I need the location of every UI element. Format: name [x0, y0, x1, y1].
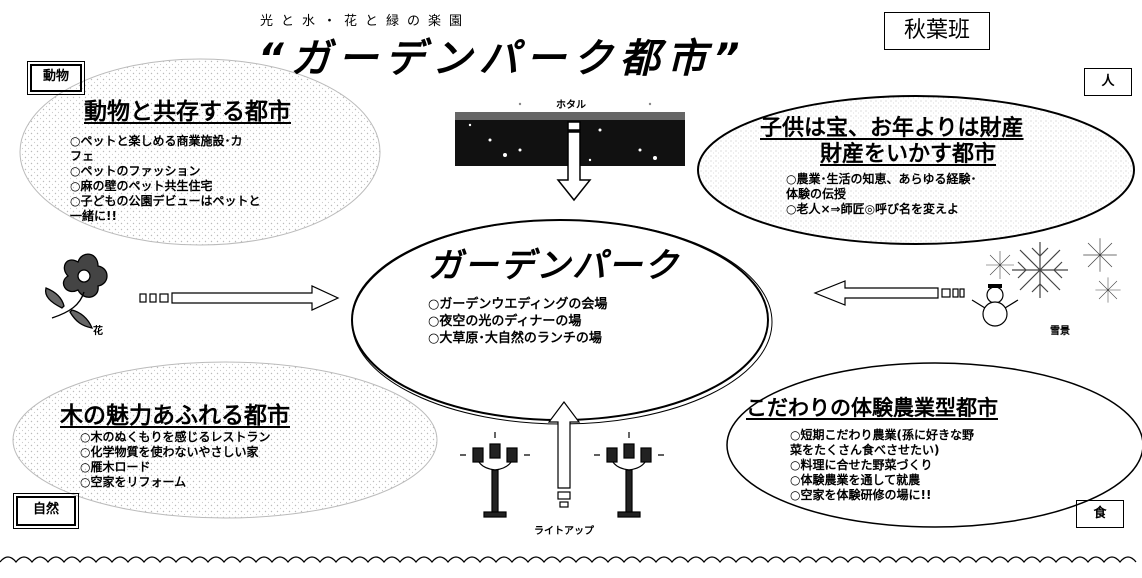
tag-nature: 自然	[13, 493, 79, 529]
flower-label: 花	[93, 326, 103, 337]
people-heading-line1: 子供は宝、お年よりは財産	[760, 116, 1024, 141]
list-item: ○体験農業を通して就農	[790, 473, 921, 487]
list-item: ○麻の壁のペット共生住宅	[70, 179, 213, 193]
people-ellipse	[697, 95, 1135, 245]
list-item: ○短期こだわり農業(孫に好きな野	[790, 428, 974, 442]
subtitle: 光と水・花と緑の楽園	[260, 14, 471, 29]
snow-label: 雪景	[1050, 326, 1070, 337]
center-heading: ガーデンパーク	[428, 246, 680, 286]
list-item: 一緒に!!	[70, 209, 117, 223]
list-item: ○木のぬくもりを感じるレストラン	[80, 430, 271, 444]
list-item: ○料理に合せた野菜づくり	[790, 458, 933, 472]
list-item: ○ガーデンウエディングの会場	[428, 297, 608, 312]
list-item: ○子どもの公園デビューはペットと	[70, 194, 261, 208]
tag-people: 人	[1084, 68, 1132, 96]
farm-heading: こだわりの体験農業型都市	[746, 396, 998, 420]
arrow-up	[547, 401, 581, 508]
lamp-post-right-icon	[594, 432, 664, 518]
snow-scene-icon	[971, 238, 1121, 327]
wavy-border	[0, 556, 1137, 564]
farm-ellipse	[726, 362, 1142, 528]
arrow-down	[556, 121, 592, 202]
lamp-post-left-icon	[460, 432, 530, 518]
list-item: ○ペットのファッション	[70, 164, 201, 178]
people-list: ○農業･生活の知恵、あらゆる経験･ 体験の伝授 ○老人×⇒師匠◎呼び名を変えよ	[786, 172, 976, 217]
list-item: 菜をたくさん食べさせたい)	[790, 443, 940, 457]
tree-ellipse	[12, 361, 438, 519]
list-item: ○雁木ロード	[80, 460, 151, 474]
people-heading-line2: 財産をいかす都市	[820, 142, 997, 167]
list-item: ○空家をリフォーム	[80, 475, 187, 489]
lightup-label: ライトアップ	[534, 526, 594, 537]
tag-food: 食	[1076, 500, 1124, 528]
list-item: ○老人×⇒師匠◎呼び名を変えよ	[786, 202, 960, 216]
animal-heading: 動物と共存する都市	[84, 99, 291, 125]
page-title: “ガーデンパーク都市”	[258, 36, 747, 82]
arrow-right	[139, 285, 340, 311]
animal-ellipse	[19, 58, 381, 246]
list-item: ○空家を体験研修の場に!!	[790, 488, 932, 502]
farm-list: ○短期こだわり農業(孫に好きな野 菜をたくさん食べさせたい) ○料理に合せた野菜…	[790, 428, 974, 503]
tree-list: ○木のぬくもりを感じるレストラン ○化学物質を使わないやさしい家 ○雁木ロード …	[80, 430, 270, 490]
tree-heading: 木の魅力あふれる都市	[60, 403, 290, 429]
list-item: ○農業･生活の知恵、あらゆる経験･	[786, 172, 977, 186]
tag-animal: 動物	[27, 61, 85, 95]
list-item: 体験の伝授	[786, 187, 847, 201]
flower-icon	[44, 253, 108, 329]
arrow-left	[813, 280, 965, 306]
list-item: ○夜空の光のディナーの場	[428, 314, 582, 329]
center-list: ○ガーデンウエディングの会場 ○夜空の光のディナーの場 ○大草原･大自然のランチ…	[428, 296, 607, 347]
list-item: ○大草原･大自然のランチの場	[428, 331, 602, 346]
firefly-label: ホタル	[556, 100, 586, 111]
list-item: ○化学物質を使わないやさしい家	[80, 445, 259, 459]
animal-list: ○ペットと楽しめる商業施設･カ フェ ○ペットのファッション ○麻の壁のペット共…	[70, 134, 260, 224]
list-item: ○ペットと楽しめる商業施設･カ	[70, 134, 243, 148]
list-item: フェ	[70, 149, 95, 163]
team-label: 秋葉班	[884, 12, 990, 50]
